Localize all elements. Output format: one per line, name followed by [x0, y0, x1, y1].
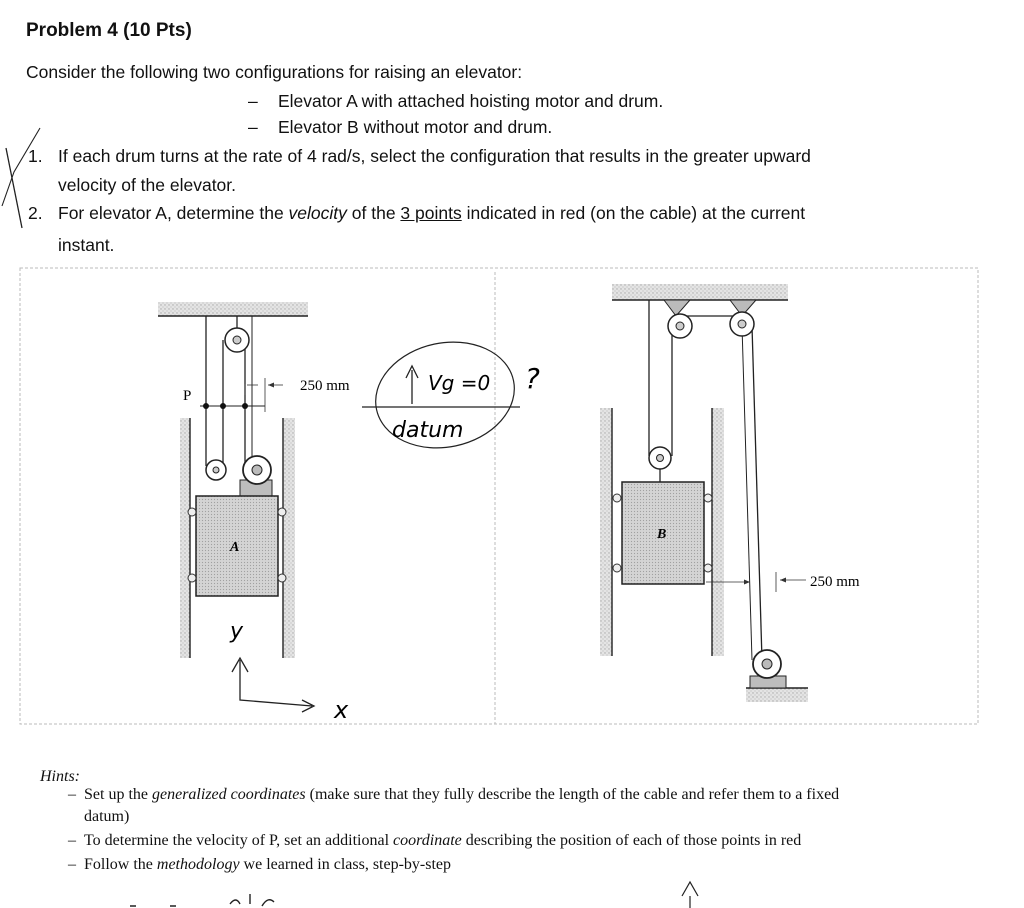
figure-frame [19, 267, 979, 725]
ceiling-b [612, 284, 788, 300]
hints-heading: Hints: [40, 768, 80, 785]
rail-right-a [283, 418, 295, 658]
hint-1-line1: Set up the generalized coordinates (make… [84, 786, 839, 804]
datum-annotation [362, 341, 520, 449]
question-2-underline: 3 points [400, 203, 462, 223]
point-p-3 [242, 403, 248, 409]
x-arrow-head [301, 699, 316, 713]
x-axis-label: x [333, 696, 349, 724]
hint-2-part-2: coordinate [393, 832, 462, 849]
hint-2-dash: – [68, 832, 76, 849]
option-b-text: Elevator B without motor and drum. [278, 117, 553, 137]
hint-1-dash: – [68, 786, 76, 803]
bottom-arrow-mark [681, 880, 699, 908]
hint-3-dash: – [68, 856, 76, 873]
question-mark: ? [525, 362, 540, 395]
axes-lines [239, 660, 313, 707]
question-2-line2: instant. [58, 235, 115, 255]
rail-left-a [180, 418, 190, 658]
dimension-a: 250 mm [300, 378, 350, 394]
problem-intro: Consider the following two configuration… [26, 62, 523, 82]
question-1-number: 1. [28, 146, 43, 166]
rail-left-b [600, 408, 612, 656]
option-b-dash: – [248, 117, 258, 137]
elevator-a-diagram [158, 302, 308, 658]
rail-right-b [712, 408, 724, 656]
question-2-em: velocity [288, 203, 347, 223]
label-b: B [656, 527, 666, 542]
question-2-mid: of the [346, 203, 401, 223]
label-a: A [229, 540, 239, 555]
car-b [621, 481, 705, 585]
hint-1-part-2: generalized coordinates [152, 786, 306, 803]
question-2-line1: For elevator A, determine the velocity o… [58, 203, 805, 224]
hint-1-line2: datum) [84, 808, 130, 825]
elevator-b-diagram [600, 284, 808, 702]
hint-3-part-3: we learned in class, step-by-step [239, 856, 452, 873]
hint-3-part-2: methodology [156, 856, 240, 873]
floor-b [746, 688, 808, 702]
hint-3-line: Follow the methodology we learned in cla… [84, 856, 451, 874]
hint-2-part-1: To determine the velocity of P, set an a… [84, 832, 394, 849]
option-a-text: Elevator A with attached hoisting motor … [278, 91, 664, 111]
question-2-number: 2. [28, 203, 43, 223]
car-a [195, 495, 279, 597]
hint-1-part-1: Set up the [84, 786, 152, 803]
hint-1-part-3: (make sure that they fully describe the … [305, 786, 840, 803]
question-2-post: indicated in red (on the cable) at the c… [461, 203, 806, 223]
y-axis-label: y [229, 619, 244, 644]
datum-text: datum [392, 418, 463, 443]
bottom-scribble [130, 894, 275, 907]
option-a-dash: – [248, 91, 258, 111]
hint-3-part-1: Follow the [84, 856, 157, 873]
point-p-1 [203, 403, 209, 409]
hint-2-line: To determine the velocity of P, set an a… [84, 832, 801, 850]
hint-2-part-3: describing the position of each of those… [461, 832, 802, 849]
x-mark-stroke-1 [5, 147, 23, 229]
question-1-line1: If each drum turns at the rate of 4 rad/… [58, 146, 811, 166]
vg-equals-zero: Vg =0 [428, 371, 490, 395]
annotation-circle [375, 341, 515, 449]
dimension-b: 250 mm [810, 574, 860, 590]
problem-title: Problem 4 (10 Pts) [26, 20, 192, 41]
x-mark-stroke-2 [1, 127, 41, 207]
y-arrow-head [231, 656, 249, 673]
point-p-2 [220, 403, 226, 409]
question-2-pre: For elevator A, determine the [58, 203, 289, 223]
question-1-line2: velocity of the elevator. [58, 175, 237, 195]
ceiling-a [158, 302, 308, 316]
label-p: P [183, 388, 191, 404]
